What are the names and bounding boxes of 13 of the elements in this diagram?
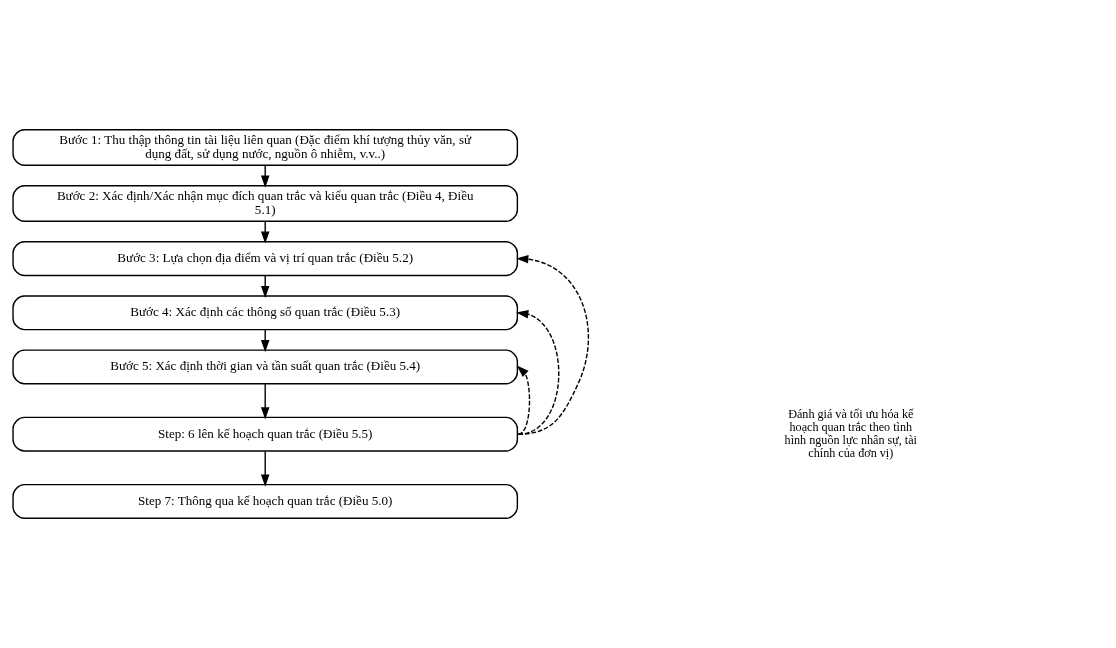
node-box: Bước 2: Xác định/Xác nhận mục đích quan trắc và kiểu quan trắc (Điều 4, Điều 5.1) bbox=[12, 185, 519, 222]
label: Đánh giá và tối ưu hóa kế hoạch quan trắc theo tình hình nguồn lực nhân sự, tài chính của đơn vị) bbox=[784, 406, 917, 460]
arrow bbox=[516, 254, 589, 435]
node-box: Bước 3: Lựa chọn địa điểm và vị trí quan trắc (Điều 5.2) bbox=[12, 241, 519, 277]
arrow bbox=[260, 450, 270, 487]
arrow bbox=[260, 383, 270, 420]
node-box: Bước 1: Thu thập thông tin tài liệu liên quan (Đặc điểm khí tượng thủy văn, sử dụng đất, sử dụng nước, nguồn ô nhiễm, v.v..) bbox=[12, 129, 519, 166]
arrow bbox=[516, 310, 560, 435]
node-box: Bước 5: Xác định thời gian và tần suất quan trắc (Điều 5.4) bbox=[12, 349, 519, 385]
node-box: Step 7: Thông qua kế hoạch quan trắc (Điều 5.0) bbox=[12, 483, 519, 519]
arrow bbox=[516, 365, 531, 435]
node-box: Step: 6 lên kế hoạch quan trắc (Điều 5.5) bbox=[12, 416, 519, 452]
node-box: Bước 4: Xác định các thông số quan trắc (Điều 5.3) bbox=[12, 295, 519, 331]
